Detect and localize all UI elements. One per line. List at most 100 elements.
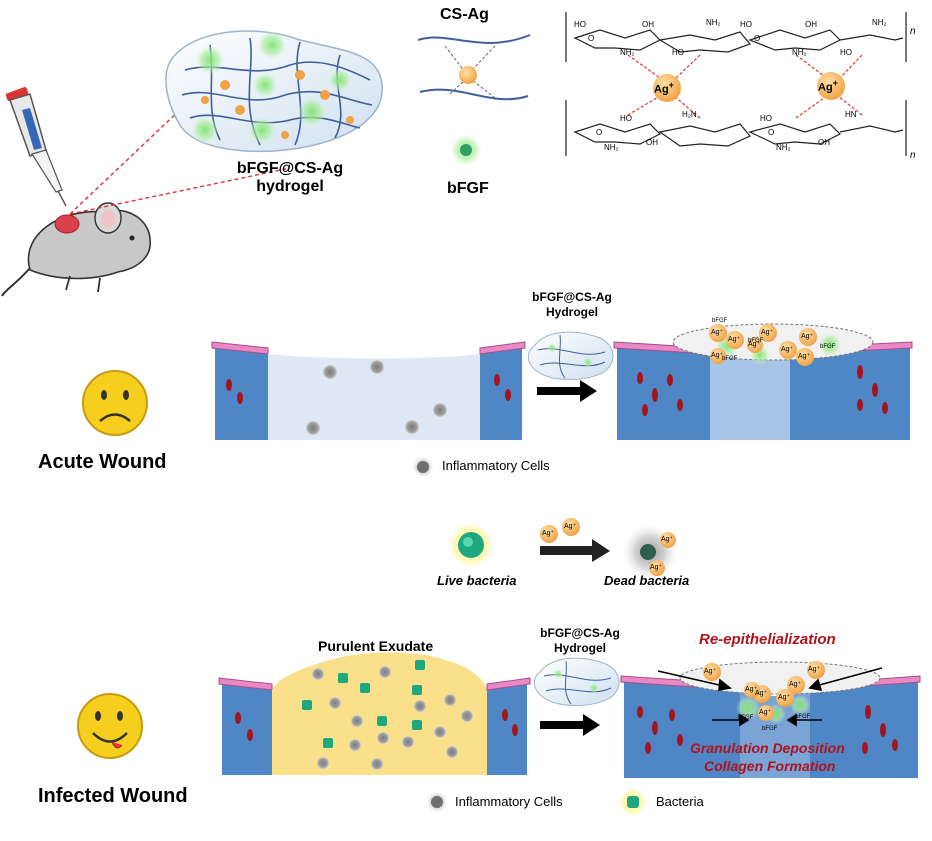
- nh2-label-6: NH₂: [776, 143, 791, 152]
- oh-label-2: OH: [805, 20, 817, 29]
- acute-wound-face: [82, 370, 148, 436]
- infected-ag-tag-2: Ag⁺: [808, 666, 821, 673]
- ag-ion-label-1: Ag+: [654, 80, 675, 96]
- legend-bacteria-icon: [619, 788, 647, 816]
- infected-hydrogel-icon: [534, 657, 620, 706]
- acute-hydrogel-label: bFGF@CS-Ag Hydrogel: [512, 290, 632, 320]
- h2n-label: H₂N: [682, 110, 697, 119]
- acute-ag-tag-1: Ag⁺: [711, 329, 724, 336]
- acute-bfgf-tag-2: bFGF: [748, 338, 764, 344]
- ho-label-5: HO: [620, 114, 632, 123]
- acute-bfgf-tag-4: bFGF: [722, 356, 738, 362]
- bfgf-label: bFGF: [447, 180, 489, 197]
- polymer-n-bottom: n: [910, 150, 916, 161]
- collagen-label: Collagen Formation: [704, 758, 836, 774]
- o-label-4: O: [768, 128, 775, 137]
- ag-coordination-lines: [627, 54, 863, 119]
- bacteria-arrow: [540, 539, 610, 562]
- pipette-icon: [5, 87, 67, 207]
- bacteria-ag-tag-4: Ag⁺: [650, 564, 663, 571]
- acute-hydrogel-line1: bFGF@CS-Ag: [532, 290, 612, 304]
- infected-wound-title: Infected Wound: [38, 785, 188, 807]
- oh-label-4: OH: [818, 138, 830, 147]
- infected-wound-face: [77, 693, 143, 759]
- acute-ag-tag-3: Ag⁺: [761, 329, 774, 336]
- infected-ag-tag-5: Ag⁺: [778, 694, 791, 701]
- acute-ag-tag-8: Ag⁺: [711, 352, 724, 359]
- chitosan-structure: [565, 12, 907, 156]
- hydrogel-label-line2: hydrogel: [256, 178, 324, 195]
- acute-legend-inflammatory: Inflammatory Cells: [442, 458, 550, 473]
- infected-bacteria-dots: [302, 660, 425, 748]
- acute-wound-bed: [268, 354, 480, 440]
- acute-arrow: [537, 380, 597, 402]
- infected-hydrogel-label: bFGF@CS-Ag Hydrogel: [520, 626, 640, 656]
- cs-ag-label: CS-Ag: [440, 6, 489, 23]
- nh2-label-2: NH₂: [792, 48, 807, 57]
- live-bacteria-label: Live bacteria: [437, 573, 517, 588]
- legend-inflammatory-icon-2: [426, 791, 448, 813]
- oh-label-3: OH: [646, 138, 658, 147]
- bacteria-ag-tag-3: Ag⁺: [661, 536, 674, 543]
- o-label-3: O: [596, 128, 603, 137]
- o-label-2: O: [754, 34, 761, 43]
- hydrogel-blob: [165, 30, 383, 153]
- infected-legend-inflammatory: Inflammatory Cells: [455, 794, 563, 809]
- acute-ag-tag-6: Ag⁺: [801, 333, 814, 340]
- acute-bfgf-tag-3: bFGF: [820, 344, 836, 350]
- inflammatory-cells: [306, 360, 447, 435]
- acute-bfgf-tag-1: bFGF: [712, 318, 728, 324]
- live-bacteria-icon: [448, 522, 494, 568]
- reepithelialization-label: Re-epithelialization: [699, 631, 836, 648]
- infected-hydrogel-line1: bFGF@CS-Ag: [540, 626, 620, 640]
- infected-bfgf-tag-2: bFGF: [738, 715, 754, 721]
- dead-bacteria-label: Dead bacteria: [604, 573, 690, 588]
- infected-bfgf-tag-1: bFGF: [762, 726, 778, 732]
- bacteria-ag-tag-2: Ag⁺: [564, 523, 577, 530]
- nh2-label-1: NH₂: [620, 48, 635, 57]
- infected-hydrogel-line2: Hydrogel: [553, 641, 606, 655]
- infected-ag-tag-6: Ag⁺: [759, 709, 772, 716]
- infected-legend-bacteria: Bacteria: [656, 794, 704, 809]
- granulation-label: Granulation Deposition: [690, 740, 845, 756]
- ag-ions-pair: [540, 518, 580, 543]
- ho-label-1: HO: [574, 20, 586, 29]
- ag-ion-1: [653, 74, 681, 102]
- acute-ag-tag-5: Ag⁺: [781, 346, 794, 353]
- inflammatory-legend-icon: [412, 456, 434, 478]
- infected-arrow: [540, 714, 600, 736]
- hydrogel-label: bFGF@CS-Ag hydrogel: [205, 160, 375, 196]
- bacteria-ag-tag-1: Ag⁺: [542, 530, 555, 537]
- mouse-icon: [1, 202, 151, 297]
- hn-label: HN: [845, 110, 857, 119]
- infected-ag-tag-1: Ag⁺: [704, 668, 717, 675]
- hydrogel-label-line1: bFGF@CS-Ag: [236, 160, 344, 177]
- ho-label-6: HO: [760, 114, 772, 123]
- acute-ag-tag-2: Ag⁺: [728, 336, 741, 343]
- acute-wound-title: Acute Wound: [38, 451, 167, 473]
- ag-ion-2: [817, 72, 845, 100]
- acute-wound-tissue-right: [479, 341, 526, 440]
- o-label-1: O: [588, 34, 595, 43]
- nh2-label-5: NH₂: [604, 143, 619, 152]
- dead-bacteria-icon: [622, 524, 678, 580]
- zoom-lines: [69, 71, 291, 215]
- infected-bfgf-tag-3: bFGF: [795, 714, 811, 720]
- acute-hydrogel-line2: Hydrogel: [545, 305, 598, 319]
- infected-healing-tissue: [620, 661, 921, 778]
- acute-ag-tag-4: Ag⁺: [748, 341, 761, 348]
- acute-wound-tissue-left: [211, 341, 269, 440]
- ho-label-2: HO: [740, 20, 752, 29]
- ag-ion-label-2: Ag+: [818, 78, 839, 94]
- acute-ag-tag-7: Ag⁺: [798, 353, 811, 360]
- polymer-n-top: n: [910, 26, 916, 37]
- infected-wound-tissue: [218, 652, 531, 775]
- oh-label-1: OH: [642, 20, 654, 29]
- nh2-label-4: NH₂: [872, 18, 887, 27]
- infected-inflammatory-cells: [312, 666, 473, 770]
- infected-ag-tag-7: Ag⁺: [745, 686, 758, 693]
- ho-label-4: HO: [840, 48, 852, 57]
- ho-label-3: HO: [672, 48, 684, 57]
